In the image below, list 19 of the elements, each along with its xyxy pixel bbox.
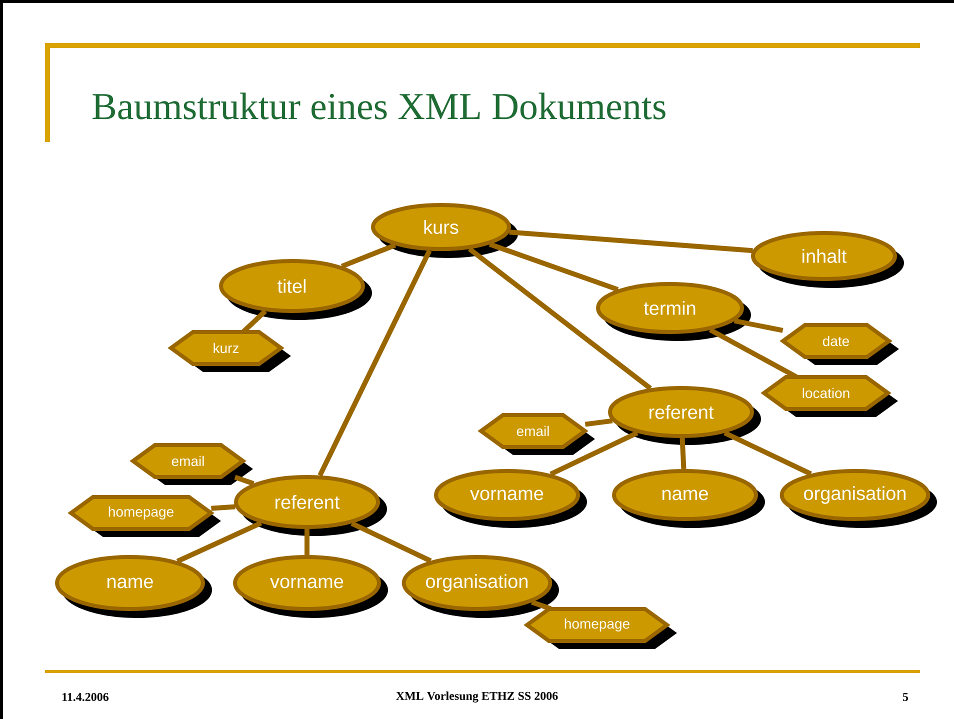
slide-title: Baumstruktur eines XML Dokuments <box>92 92 666 120</box>
tree-edge <box>550 430 638 476</box>
tree-edge <box>680 438 686 470</box>
footer-text: 11.4.2006 <box>62 692 109 702</box>
tree-edge <box>234 474 254 486</box>
tree-edge <box>340 242 396 269</box>
tree-edge <box>468 246 652 390</box>
tree-edge <box>509 230 753 254</box>
tree-edge <box>304 529 310 555</box>
footer-text: 5 <box>902 693 908 701</box>
tree-edge <box>211 504 236 511</box>
tree-edge <box>724 430 812 476</box>
tree-edge <box>488 242 619 292</box>
tree-edge <box>530 600 552 612</box>
footer-text: XML Vorlesung ETHZ SS 2006 <box>396 692 558 702</box>
tree-edge <box>350 521 432 564</box>
tree-edge <box>176 520 262 564</box>
tree-edge <box>734 318 784 333</box>
tree-edge <box>318 250 432 477</box>
